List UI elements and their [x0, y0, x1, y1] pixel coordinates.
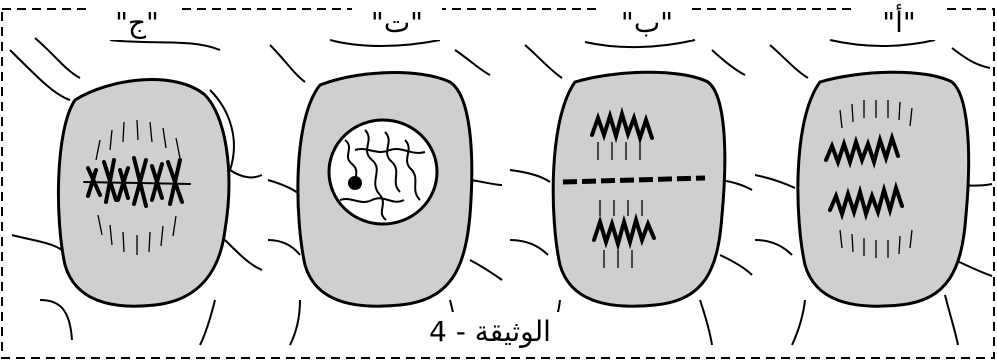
chromosomes-separating — [824, 131, 904, 221]
figure-caption: الوثيقة - 4 — [360, 312, 620, 352]
panel-label-baa: "ب" — [602, 6, 692, 40]
spindle-fibers — [839, 100, 913, 258]
panel-metaphase — [9, 37, 263, 346]
panel-anaphase — [754, 39, 993, 346]
spindle-fibers — [95, 119, 181, 255]
panel-telophase — [509, 39, 753, 346]
cell-body — [551, 70, 727, 308]
chromosomes-poles — [590, 106, 656, 252]
nucleus — [327, 118, 439, 226]
cell-plate — [562, 175, 706, 185]
panel-label-alif: "أ" — [854, 6, 944, 40]
chromatin-threads — [339, 129, 426, 221]
dashed-border — [1, 8, 995, 359]
panel-prophase — [267, 39, 503, 346]
panel-label-jeem: "ج" — [92, 6, 182, 40]
chromosomes-equatorial — [83, 156, 191, 208]
panel-label-taa: "ت" — [352, 6, 442, 40]
spindle-fibers — [597, 142, 643, 268]
